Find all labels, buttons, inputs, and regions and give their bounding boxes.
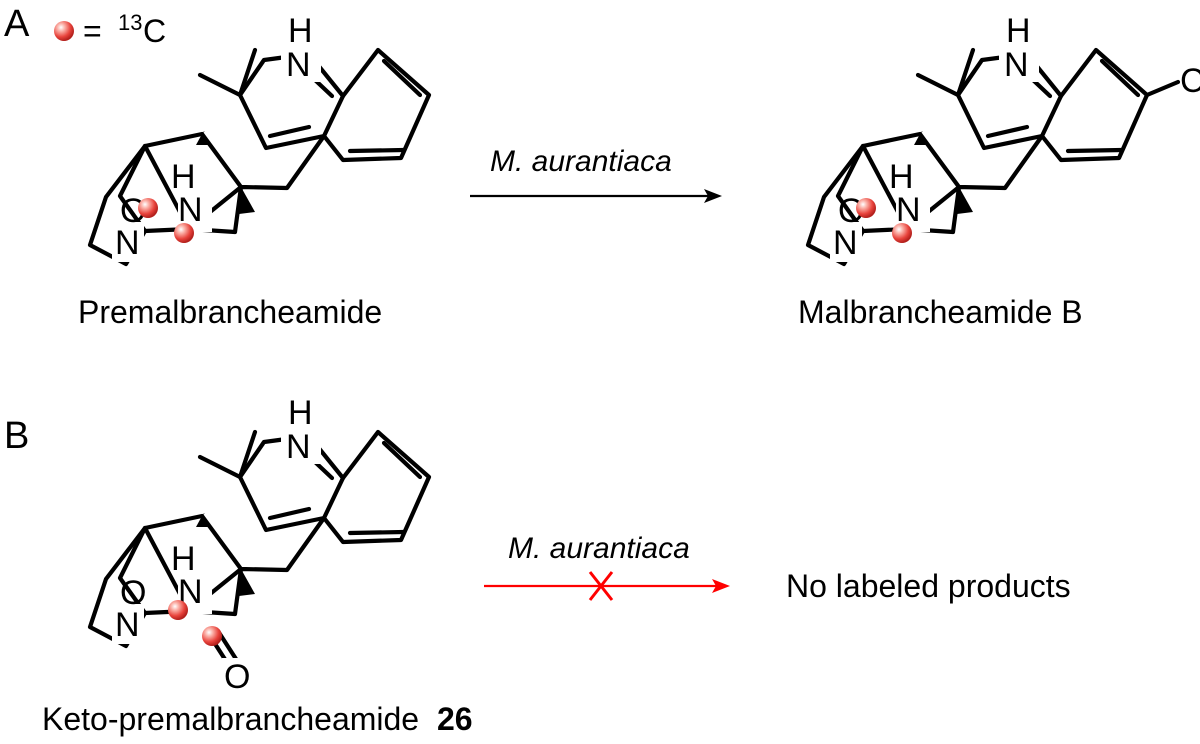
red-sphere-icon [202,626,222,646]
legend-equals: = [83,13,102,49]
red-sphere-icon [892,223,912,243]
atom-amide-h: H [889,158,914,196]
atom-carbonyl-o: O [120,574,146,612]
atom-amide-h: H [171,540,196,578]
reagent-label-b: M. aurantiaca [508,532,690,565]
atom-indole-h: H [288,12,313,50]
panel-label-a: A [4,3,30,45]
blocked-reaction-arrow [484,571,730,601]
red-sphere-icon [54,21,74,41]
atom-indole-n: N [286,428,311,466]
reagent-label-a: M. aurantiaca [490,145,672,178]
atom-keto-o: O [224,658,250,696]
red-sphere-icon [138,198,158,218]
atom-amide-n: N [896,191,921,229]
red-sphere-icon [174,223,194,243]
atom-indole-n: N [286,46,311,84]
atom-amine-n: N [833,224,858,262]
malbrancheamide-b-structure: Cl N H O H N N [808,12,1200,264]
atom-indole-h: H [1006,12,1031,50]
legend-element: C [143,13,166,49]
keto-premalbrancheamide-structure: O N H O H N N [90,394,429,696]
atom-indole-h: H [288,394,313,432]
outcome-text: No labeled products [786,568,1071,604]
reaction-arrow-a [470,189,722,203]
atom-amide-n: N [178,191,203,229]
compound-number: 26 [437,701,473,737]
atom-indole-n: N [1004,46,1029,84]
red-sphere-icon [168,600,188,620]
atom-amine-n: N [115,224,140,262]
atom-amide-h: H [171,158,196,196]
panel-label-b: B [4,415,29,457]
legend-isotope: 13 [118,10,142,35]
atom-chlorine: Cl [1180,62,1200,100]
red-sphere-icon [856,198,876,218]
premalbrancheamide-structure: N H O H N N [90,12,429,264]
reactant-name-b: Keto-premalbrancheamide 26 [42,701,473,737]
atom-amine-n: N [115,606,140,644]
isotope-legend: = 13 C [54,10,166,49]
cross-icon [588,571,614,601]
reactant-name-prefix: Keto-premalbrancheamide [42,701,419,737]
reactant-name-a: Premalbrancheamide [78,294,382,330]
product-name-a: Malbrancheamide B [798,294,1083,330]
